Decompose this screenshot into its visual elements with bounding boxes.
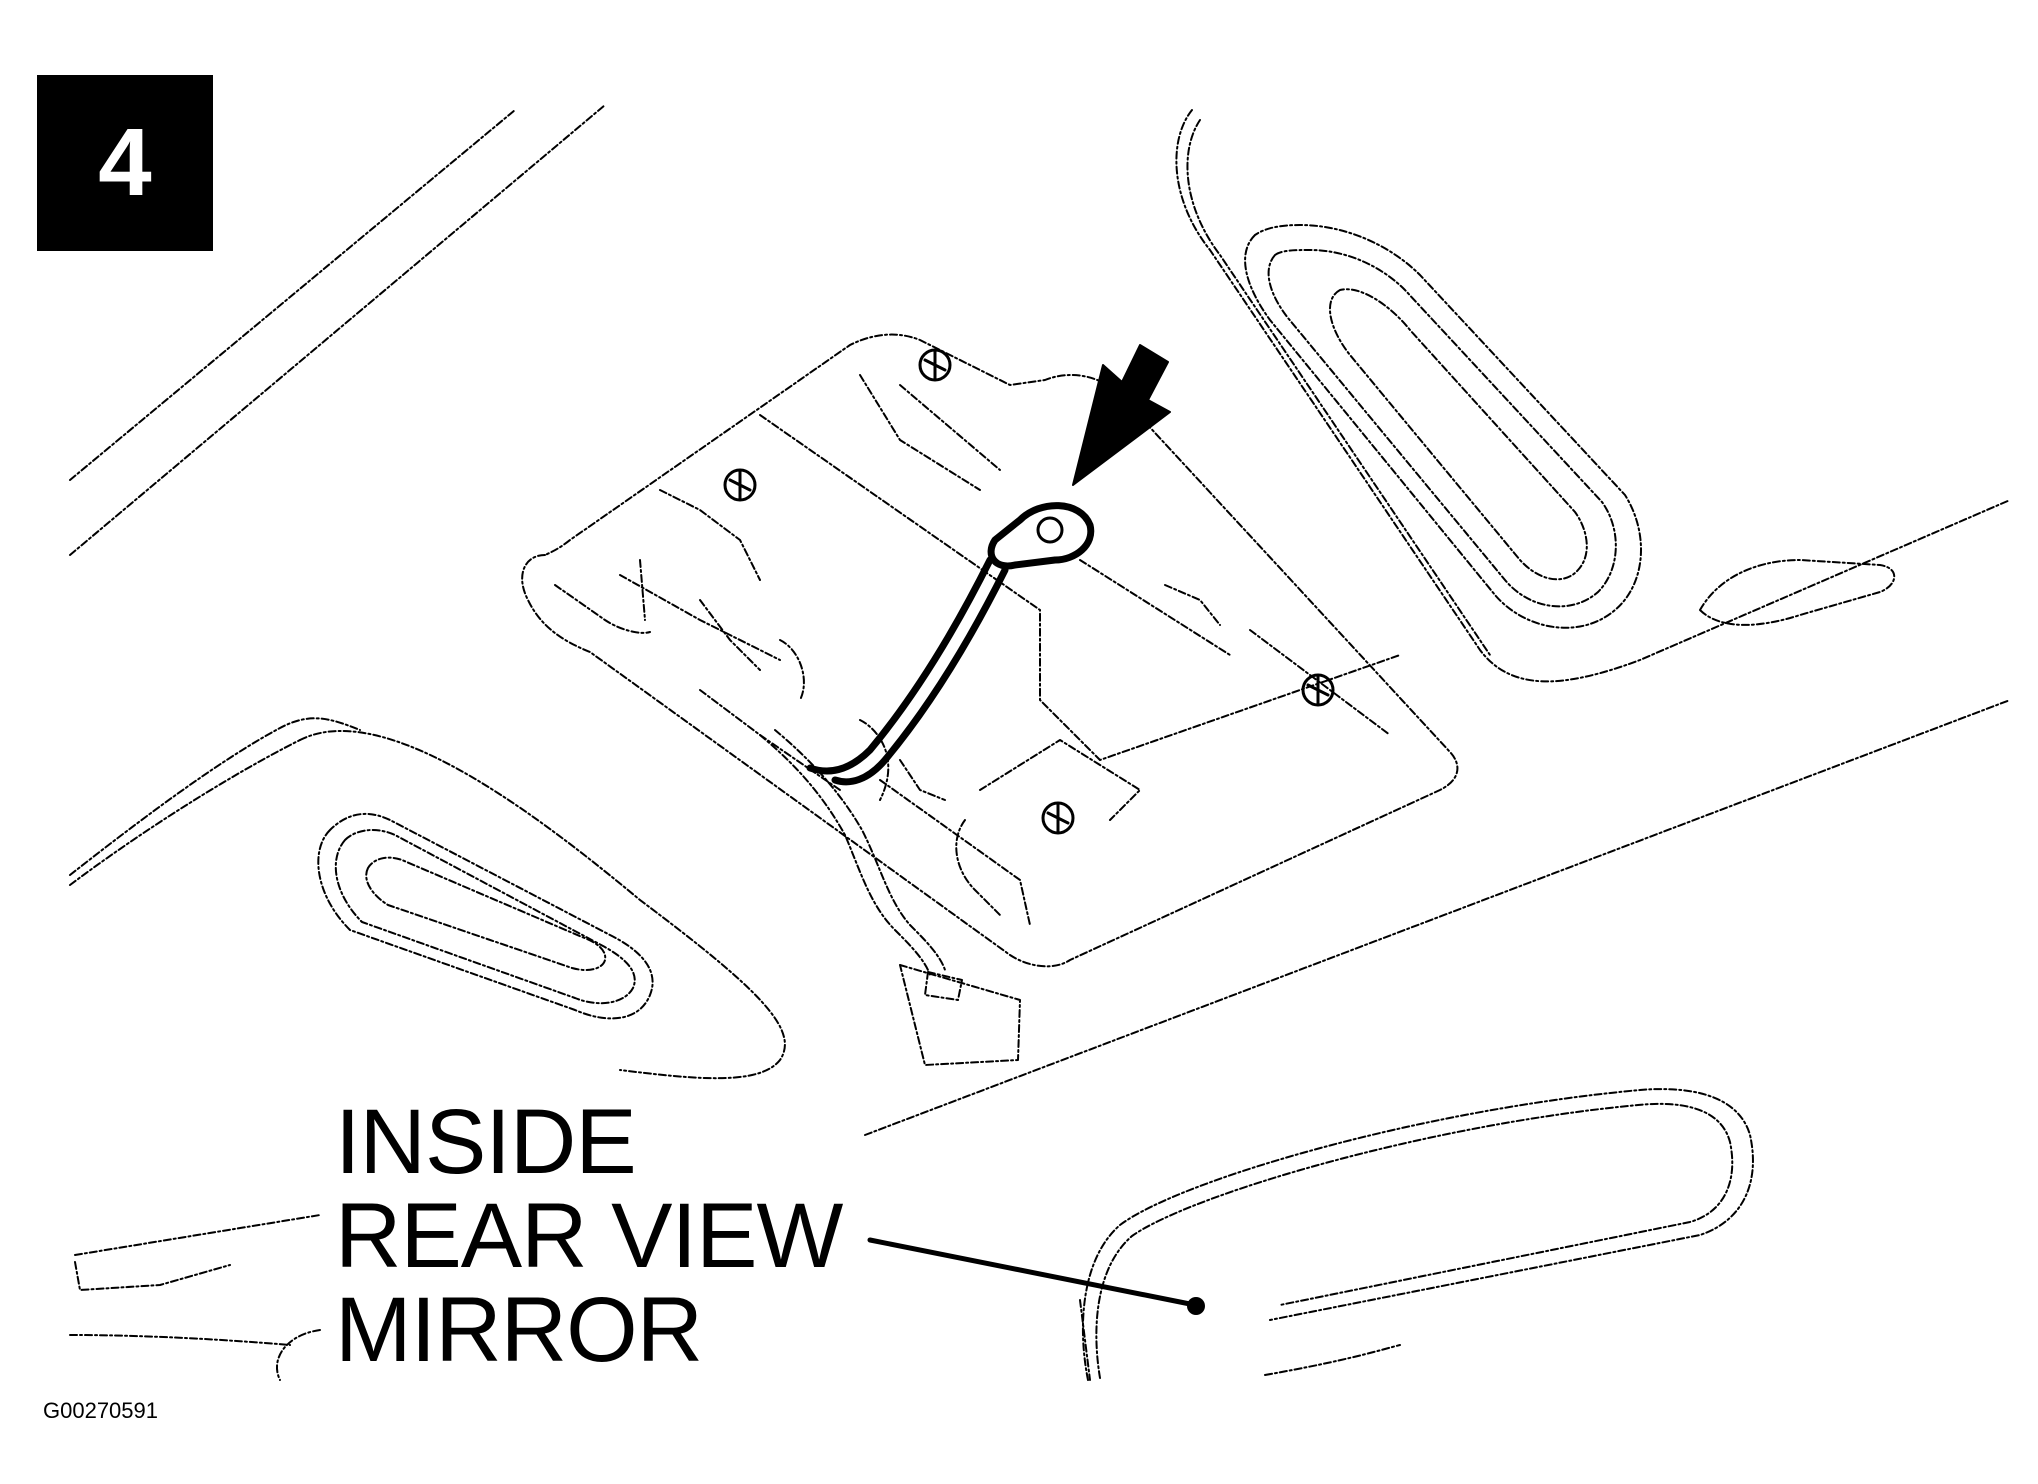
component-callout-label: INSIDE REAR VIEW MIRROR <box>335 1091 843 1381</box>
inside-rear-view-mirror <box>1079 1088 1754 1381</box>
screw-icon <box>1301 673 1335 707</box>
right-visor-recess <box>1244 224 1896 629</box>
callout-line-3: MIRROR <box>335 1279 703 1381</box>
ground-wire-terminal <box>806 502 1095 786</box>
screw-icon <box>1041 801 1075 835</box>
callout-line-1: INSIDE <box>335 1091 637 1193</box>
wire-harness-connector <box>759 729 1021 1066</box>
console-housing <box>521 333 1459 968</box>
screw-icon <box>918 348 952 382</box>
step-number-badge: 4 <box>37 75 213 251</box>
left-visor-recess <box>299 730 786 1080</box>
pointer-arrow-icon <box>1072 344 1171 486</box>
headliner-outline <box>69 104 2011 1381</box>
screw-icon <box>723 468 757 502</box>
callout-line-2: REAR VIEW <box>335 1185 843 1287</box>
step-number: 4 <box>98 109 152 216</box>
callout-leader-line <box>867 1237 1205 1315</box>
figure-code: G00270591 <box>43 1398 158 1423</box>
